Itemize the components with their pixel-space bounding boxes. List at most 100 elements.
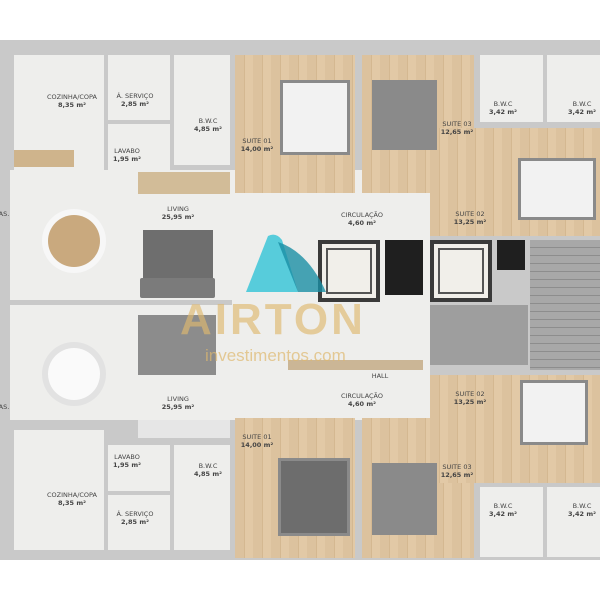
room-area: 12,65 m²: [440, 471, 474, 479]
room-area: 2,85 m²: [121, 518, 149, 526]
room-name: SUITE 03: [442, 463, 472, 471]
room-name: LIVING: [167, 395, 189, 403]
bed-suite02-top: [518, 158, 596, 220]
dining-table-bottom: [48, 348, 100, 400]
bwc-b-floor-bottom: [547, 487, 600, 557]
room-area: 3,42 m²: [568, 510, 596, 518]
room-name: B.W.C: [198, 117, 218, 125]
room-name: B.W.C: [493, 100, 513, 108]
watermark-site: investimentos.com: [205, 346, 346, 365]
room-area: 13,25 m²: [453, 398, 487, 406]
room-area: 4,60 m²: [348, 400, 376, 408]
room-area: 4,85 m²: [194, 470, 222, 478]
bwc-floor-top: [174, 55, 230, 165]
room-area: 1,95 m²: [113, 461, 141, 469]
room-area: 13,25 m²: [453, 218, 487, 226]
kitchen-floor-bottom: [14, 430, 104, 550]
room-name: B.W.C: [198, 462, 218, 470]
elevator-2: [430, 240, 492, 302]
room-area: 8,35 m²: [58, 101, 86, 109]
room-area: 8,35 m²: [58, 499, 86, 507]
room-area: 12,65 m²: [440, 128, 474, 136]
room-area: 3,42 m²: [568, 108, 596, 116]
room-name: SUITE 03: [442, 120, 472, 128]
room-name: CIRCULAÇÃO: [340, 211, 384, 219]
bed-suite03-bottom: [372, 463, 437, 535]
kitchen-island-top: [14, 150, 74, 167]
room-area: 1,95 m²: [113, 155, 141, 163]
label-balcony-top: AS.: [0, 210, 9, 218]
tv-panel-bottom: [138, 420, 230, 438]
room-area: 4,60 m²: [348, 219, 376, 227]
room-name: SUITE 02: [455, 390, 485, 398]
room-name: LAVABO: [114, 147, 140, 155]
room-name: LAVABO: [114, 453, 140, 461]
room-name: Á. SERVIÇO: [116, 510, 154, 518]
room-name: B.W.C: [572, 100, 592, 108]
hall-bench: [288, 360, 423, 370]
service-floor-bottom: [108, 495, 170, 550]
lavabo-floor-top: [108, 124, 170, 170]
room-name: AS.: [0, 403, 10, 411]
shaft-1: [385, 240, 423, 295]
room-area: 14,00 m²: [240, 441, 274, 449]
living-rug-bottom: [138, 315, 216, 375]
bed-suite02-bottom: [520, 380, 588, 445]
room-name: SUITE 02: [455, 210, 485, 218]
bed-suite01-bottom: [278, 458, 350, 536]
room-name: COZINHA/COPA: [46, 93, 98, 101]
room-area: 3,42 m²: [489, 108, 517, 116]
bwc-floor-bottom: [174, 445, 230, 550]
elevator-1: [318, 240, 380, 302]
bwc-b-floor-top: [547, 55, 600, 122]
room-name: CIRCULAÇÃO: [340, 392, 384, 400]
room-name: B.W.C: [493, 502, 513, 510]
shaft-2: [497, 240, 525, 270]
watermark-brand: AIRTON: [180, 295, 366, 344]
room-area: 3,42 m²: [489, 510, 517, 518]
room-area: 4,85 m²: [194, 125, 222, 133]
service-floor-top: [108, 55, 170, 120]
bwc-a-floor-bottom: [480, 487, 543, 557]
room-area: 14,00 m²: [240, 145, 274, 153]
room-name: SUITE 01: [242, 137, 272, 145]
sofa-top: [140, 278, 215, 298]
label-balcony-bottom: AS.: [0, 403, 9, 411]
tv-panel-top: [138, 172, 230, 194]
airton-logo-icon: [246, 234, 326, 292]
bwc-a-floor-top: [480, 55, 543, 122]
dining-table-top: [48, 215, 100, 267]
stair-landing: [430, 305, 528, 365]
lavabo-floor-bottom: [108, 445, 170, 491]
label-hall: HALL: [372, 372, 389, 380]
room-name: Á. SERVIÇO: [116, 92, 154, 100]
room-area: 25,95 m²: [161, 403, 195, 411]
room-area: 25,95 m²: [161, 213, 195, 221]
room-name: COZINHA/COPA: [46, 491, 98, 499]
bed-suite03-top: [372, 80, 437, 150]
room-area: 2,85 m²: [121, 100, 149, 108]
stairs: [530, 240, 600, 370]
room-name: HALL: [371, 372, 389, 380]
